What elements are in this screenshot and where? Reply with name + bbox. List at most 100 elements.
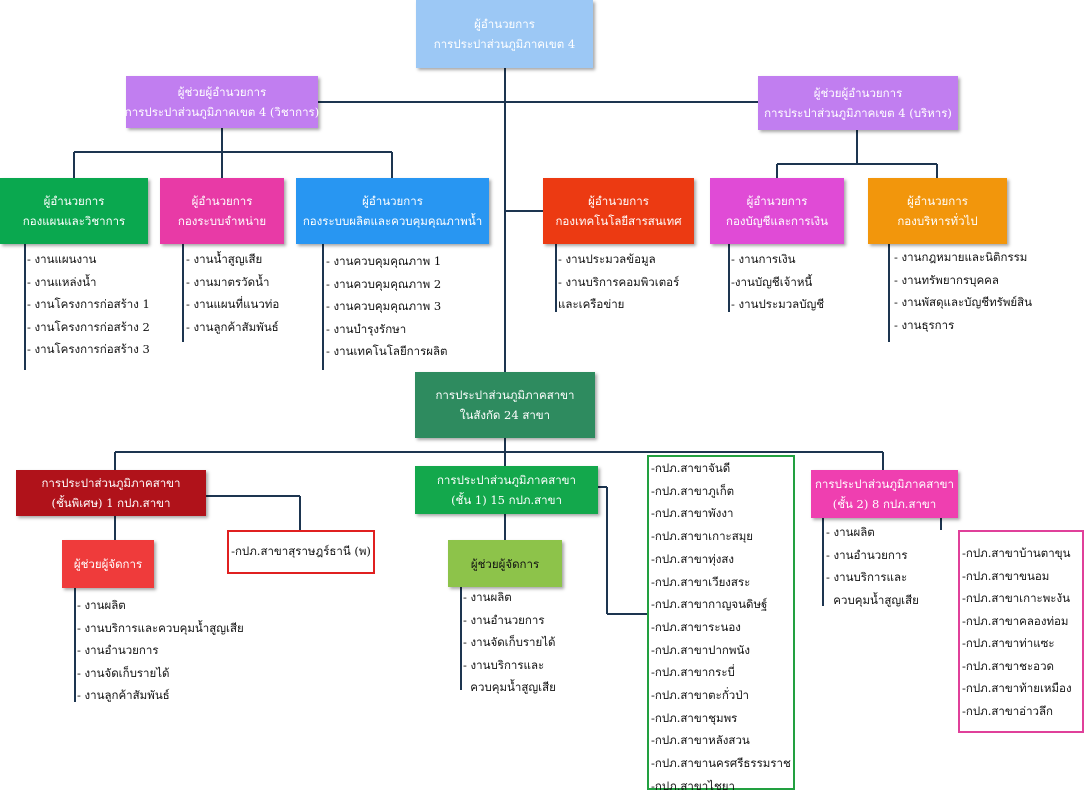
- list-item: -กปภ.สาขาชะอวด: [962, 658, 1054, 673]
- list-item: ควบคุมน้ำสูญเสีย: [826, 592, 919, 607]
- list-item: - งานโครงการก่อสร้าง 2: [27, 319, 150, 334]
- list-item: - งานเทคโนโลยีการผลิต: [326, 344, 448, 358]
- list-item: - งานบำรุงรักษา: [326, 321, 407, 336]
- list-item: และเครือข่าย: [558, 297, 625, 311]
- list-item: -กปภ.สาขาคลองท่อม: [962, 613, 1069, 628]
- branches-title: การประปาส่วนภูมิภาคสาขา: [435, 388, 575, 402]
- list-item: - งานมาตรวัดน้ำ: [186, 274, 270, 289]
- special-tier-manager-title: ผู้ช่วยผู้จัดการ: [73, 557, 143, 571]
- division-general-box: ผู้อำนวยการ กองบริหารทั่วไป: [868, 178, 1007, 244]
- list-item: - งานการเงิน: [731, 252, 796, 266]
- list-item: - งานลูกค้าสัมพันธ์: [186, 319, 279, 334]
- list-item: - งานผลิต: [463, 590, 512, 604]
- division-it-list: - งานประมวลข้อมูล - งานบริการคอมพิวเตอร์…: [558, 248, 679, 316]
- division-it-title: ผู้อำนวยการ: [588, 194, 649, 208]
- list-item: -กปภ.สาขาหลังสวน: [651, 733, 750, 748]
- list-item: -กปภ.สาขาพังงา: [651, 506, 734, 521]
- list-item: -กปภ.สาขาตะกั่วป่า: [651, 688, 750, 703]
- list-item: -กปภ.สาขาภูเก็ต: [651, 483, 735, 498]
- division-it-box: ผู้อำนวยการ กองเทคโนโลยีสารสนเทศ: [543, 178, 694, 244]
- list-item: -กปภ.สาขากระบี่: [651, 665, 735, 680]
- list-item: - งานจัดเก็บรายได้: [77, 665, 170, 680]
- assistant-academic-box: ผู้ช่วยผู้อำนวยการ การประปาส่วนภูมิภาคเข…: [124, 76, 320, 128]
- tier1-title: การประปาส่วนภูมิภาคสาขา: [436, 473, 577, 487]
- list-item: - งานบริการคอมพิวเตอร์: [558, 274, 680, 289]
- branches-subtitle: ในสังกัด 24 สาขา: [459, 408, 551, 422]
- list-item: -กปภ.สาขาบ้านตาขุน: [962, 546, 1071, 560]
- director-subtitle: การประปาส่วนภูมิภาคเขต 4: [433, 37, 576, 51]
- list-item: -กปภ.สาขาเวียงสระ: [651, 574, 751, 589]
- assistant-admin-subtitle: การประปาส่วนภูมิภาคเขต 4 (บริหาร): [764, 106, 952, 120]
- list-item: -กปภ.สาขาอ่าวลึก: [962, 703, 1054, 718]
- tier1-list: - งานผลิต - งานอำนวยการ - งานจัดเก็บรายไ…: [463, 586, 556, 699]
- list-item: -กปภ.สาขาระนอง: [651, 619, 741, 634]
- tier2-list: - งานผลิต - งานอำนวยการ - งานบริการและ ค…: [826, 521, 919, 611]
- division-distribution-name: กองระบบจำหน่าย: [177, 214, 267, 228]
- branches-box: การประปาส่วนภูมิภาคสาขา ในสังกัด 24 สาขา: [415, 372, 595, 438]
- division-general-name: กองบริหารทั่วไป: [897, 214, 978, 228]
- assistant-admin-title: ผู้ช่วยผู้อำนวยการ: [813, 86, 903, 100]
- director-title: ผู้อำนวยการ: [474, 17, 535, 31]
- division-production-box: ผู้อำนวยการ กองระบบผลิตและควบคุมคุณภาพน้…: [296, 178, 489, 244]
- special-tier-branch: -กปภ.สาขาสุราษฎร์ธานี (พ): [227, 530, 375, 574]
- tier2-subtitle: (ชั้น 2) 8 กปภ.สาขา: [832, 497, 937, 511]
- list-item: -กปภ.สาขาขนอม: [962, 568, 1050, 583]
- list-item: -กปภ.สาขาเกาะพะงัน: [962, 591, 1070, 605]
- list-item: -กปภ.สาขากาญจนดิษฐ์: [651, 597, 768, 612]
- list-item: - งานลูกค้าสัมพันธ์: [77, 688, 170, 702]
- division-it-name: กองเทคโนโลยีสารสนเทศ: [555, 214, 682, 228]
- list-item: - งานผลิต: [77, 598, 126, 612]
- list-item: - งานกฎหมายและนิติกรรม: [894, 250, 1028, 264]
- list-item: - งานอำนวยการ: [826, 547, 908, 562]
- list-item: - งานควบคุมคุณภาพ 1: [326, 254, 442, 268]
- division-finance-list: - งานการเงิน -งานบัญชีเจ้าหนี้ - งานประม…: [731, 248, 824, 316]
- list-item: -กปภ.สาขาทุ่งสง: [651, 551, 735, 566]
- division-plan-name: กองแผนและวิชาการ: [22, 214, 126, 228]
- division-general-list: - งานกฎหมายและนิติกรรม - งานทรัพยากรบุคค…: [894, 246, 1032, 336]
- list-item: - งานควบคุมคุณภาพ 3: [326, 299, 442, 313]
- list-item: - งานน้ำสูญเสีย: [186, 252, 263, 266]
- tier1-subtitle: (ชั้น 1) 15 กปภ.สาขา: [451, 493, 562, 507]
- division-distribution-list: - งานน้ำสูญเสีย - งานมาตรวัดน้ำ - งานแผน…: [186, 248, 279, 338]
- division-production-list: - งานควบคุมคุณภาพ 1 - งานควบคุมคุณภาพ 2 …: [326, 250, 448, 363]
- division-plan-box: ผู้อำนวยการ กองแผนและวิชาการ: [0, 178, 148, 244]
- list-item: -กปภ.สาขานครศรีธรรมราช: [651, 756, 791, 771]
- special-tier-list: - งานผลิต - งานบริการและควบคุมน้ำสูญเสีย…: [77, 594, 244, 707]
- division-finance-name: กองบัญชีและการเงิน: [725, 214, 829, 228]
- list-item: -กปภ.สาขาท่าแซะ: [962, 636, 1055, 650]
- list-item: - งานผลิต: [826, 525, 875, 539]
- division-general-title: ผู้อำนวยการ: [907, 194, 968, 208]
- division-distribution-title: ผู้อำนวยการ: [191, 194, 253, 208]
- tier2-title: การประปาส่วนภูมิภาคสาขา: [814, 477, 955, 491]
- list-item: - งานบริการและ: [826, 570, 908, 584]
- tier1-manager-title: ผู้ช่วยผู้จัดการ: [470, 556, 540, 571]
- assistant-academic-subtitle: การประปาส่วนภูมิภาคเขต 4 (วิชาการ): [124, 105, 320, 119]
- assistant-admin-box: ผู้ช่วยผู้อำนวยการ การประปาส่วนภูมิภาคเข…: [758, 76, 958, 130]
- list-item: -กปภ.สาขาปากพนัง: [651, 642, 750, 657]
- director-box: ผู้อำนวยการ การประปาส่วนภูมิภาคเขต 4: [416, 0, 593, 68]
- special-tier-subtitle: (ชั้นพิเศษ) 1 กปภ.สาขา: [51, 496, 171, 510]
- assistant-academic-title: ผู้ช่วยผู้อำนวยการ: [177, 85, 267, 99]
- list-item: - งานจัดเก็บรายได้: [463, 635, 556, 649]
- list-item: -กปภ.สาขาท้ายเหมือง: [962, 681, 1072, 695]
- division-plan-title: ผู้อำนวยการ: [43, 194, 105, 208]
- list-item: - งานอำนวยการ: [77, 643, 159, 657]
- list-item: - งานอำนวยการ: [463, 612, 545, 627]
- list-item: - งานธุรการ: [894, 317, 955, 332]
- special-tier-title: การประปาส่วนภูมิภาคสาขา: [41, 476, 181, 490]
- list-item: -งานบัญชีเจ้าหนี้: [731, 274, 813, 289]
- list-item: - งานพัสดุและบัญชีทรัพย์สิน: [894, 295, 1033, 309]
- list-item: - งานโครงการก่อสร้าง 1: [27, 297, 150, 311]
- tier1-manager-box: ผู้ช่วยผู้จัดการ: [448, 540, 562, 587]
- special-tier-manager-box: ผู้ช่วยผู้จัดการ: [62, 540, 154, 588]
- division-finance-box: ผู้อำนวยการ กองบัญชีและการเงิน: [710, 178, 844, 244]
- list-item: - งานแหล่งน้ำ: [27, 274, 97, 289]
- list-item: - งานทรัพยากรบุคคล: [894, 272, 999, 287]
- list-item: - งานประมวลบัญชี: [731, 297, 825, 311]
- list-item: - งานโครงการก่อสร้าง 3: [27, 342, 150, 356]
- list-item: -กปภ.สาขาไชยา: [651, 778, 735, 793]
- tier1-branch-list: -กปภ.สาขาจันดี -กปภ.สาขาภูเก็ต -กปภ.สาขา…: [647, 455, 795, 793]
- division-production-name: กองระบบผลิตและควบคุมคุณภาพน้ำ: [302, 214, 483, 228]
- list-item: -กปภ.สาขาชุมพร: [651, 710, 738, 725]
